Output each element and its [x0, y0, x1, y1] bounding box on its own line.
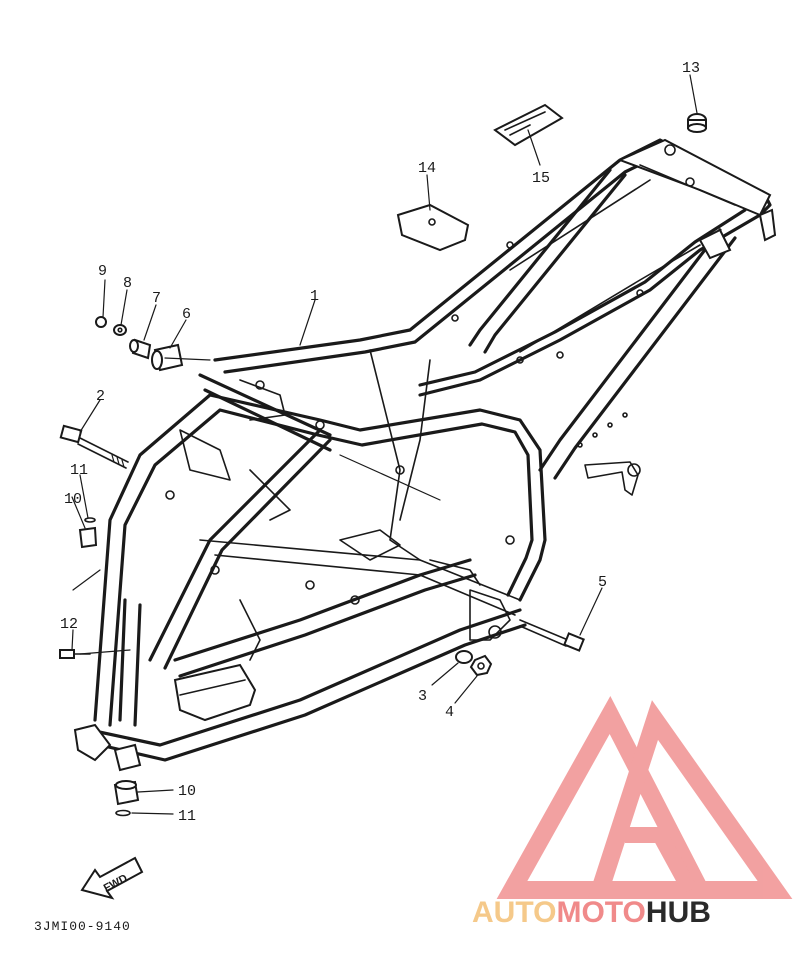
- callout-3: 3: [418, 688, 427, 705]
- leader-lines: [71, 74, 698, 815]
- part-13-collar: [687, 113, 707, 133]
- part-2-bolt: [59, 424, 129, 469]
- watermark-text-hub: HUB: [646, 896, 711, 929]
- watermark-text-auto: AUTO: [472, 896, 556, 929]
- part-8-washer: [113, 324, 127, 336]
- watermark-text-moto: MOTO: [556, 896, 645, 929]
- callout-11-upper: 11: [70, 462, 88, 479]
- part-3-washer: [455, 650, 473, 664]
- diagram-code: 3JMI00-9140: [34, 919, 131, 934]
- part-5-bolt: [519, 619, 585, 652]
- part-11-clip-lower: [115, 809, 131, 817]
- callout-10-upper: 10: [64, 491, 82, 508]
- callout-15: 15: [532, 170, 550, 187]
- part-4-nut: [469, 654, 493, 677]
- callout-5: 5: [598, 574, 607, 591]
- callout-12: 12: [60, 616, 78, 633]
- part-15-plate: [493, 103, 564, 147]
- part-7-collar: [129, 338, 152, 360]
- callout-1: 1: [310, 288, 319, 305]
- frame-body: [73, 138, 777, 772]
- watermark-logo-icon: [496, 695, 793, 899]
- watermark-text: AUTOMOTOHUB: [472, 896, 711, 929]
- fwd-arrow: FWD: [80, 856, 144, 900]
- callout-14: 14: [418, 160, 436, 177]
- callout-8: 8: [123, 275, 132, 292]
- part-11-clip-upper: [84, 517, 96, 523]
- callout-labels: 1 2 3 4 5 6 7 8 9 10 10 11 11 12 13 14 1…: [60, 60, 700, 825]
- callout-2: 2: [96, 388, 105, 405]
- part-14-pad: [396, 203, 470, 252]
- callout-6: 6: [182, 306, 191, 323]
- callout-11-lower: 11: [178, 808, 196, 825]
- callout-13: 13: [682, 60, 700, 77]
- callout-10-lower: 10: [178, 783, 196, 800]
- part-10-rubber-upper: [78, 526, 98, 549]
- part-9-bolt: [95, 316, 107, 328]
- part-10-rubber-lower: [113, 780, 140, 806]
- callout-9: 9: [98, 263, 107, 280]
- callout-7: 7: [152, 290, 161, 307]
- callout-4: 4: [445, 704, 454, 721]
